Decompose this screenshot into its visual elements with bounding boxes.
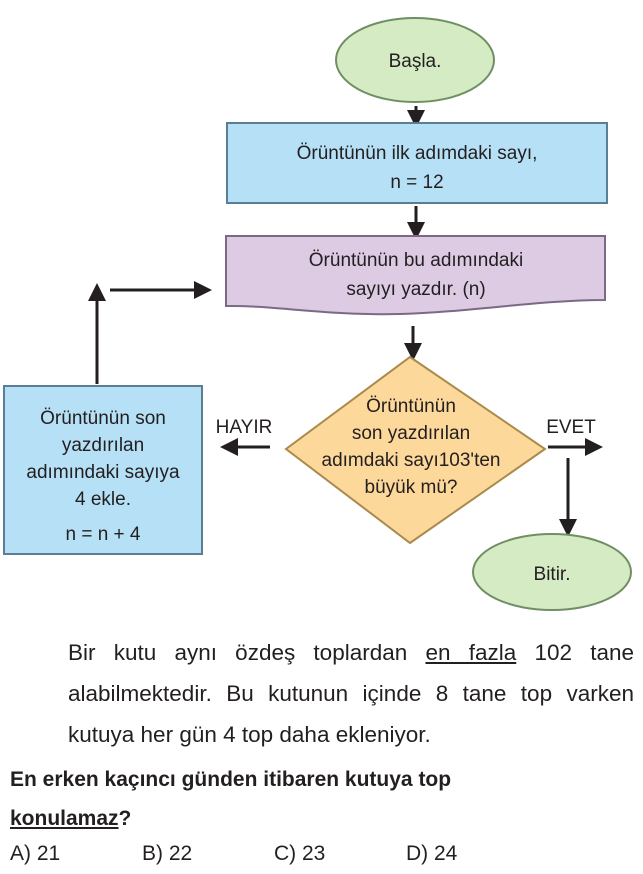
no-label: HAYIR <box>216 417 273 438</box>
decision-text-2: son yazdırılan <box>352 423 470 444</box>
print-text-1: Örüntünün bu adımındaki <box>309 250 523 271</box>
print-output: Örüntünün bu adımındaki sayıyı yazdır. (… <box>225 235 606 316</box>
add-text-4: 4 ekle. <box>75 489 131 510</box>
question-mark: ? <box>118 807 132 830</box>
decision-text-3: adımdaki sayı103'ten <box>322 450 501 471</box>
problem-text-start: Bir kutu aynı özdeş toplardan <box>68 640 426 665</box>
problem-text: Bir kutu aynı özdeş toplardan en fazla 1… <box>68 632 634 755</box>
question-underlined: konulamaz <box>10 807 119 830</box>
problem-underlined: en fazla <box>425 640 517 665</box>
end-label: Bitir. <box>534 564 571 585</box>
add-text-5: n = n + 4 <box>65 524 140 545</box>
add-text-1: Örüntünün son <box>40 408 166 429</box>
question: En erken kaçıncı günden itibaren kutuya … <box>10 760 451 838</box>
init-text-1: Örüntünün ilk adımdaki sayı, <box>297 143 538 164</box>
start-terminal: Başla. <box>335 17 495 103</box>
decision-text-4: büyük mü? <box>365 477 458 498</box>
problem-text-end: 102 tane alabilmektedir. Bu kutunun için… <box>68 640 634 747</box>
decision-text-1: Örüntünün <box>366 396 456 417</box>
option-c[interactable]: C) 23 <box>274 842 326 865</box>
option-d[interactable]: D) 24 <box>406 842 458 865</box>
init-text-2: n = 12 <box>390 172 443 193</box>
print-text-2: sayıyı yazdır. (n) <box>346 279 485 300</box>
add-process: Örüntünün son yazdırılan adımındaki sayı… <box>3 385 203 555</box>
add-text-3: adımındaki sayıya <box>26 462 180 483</box>
start-label: Başla. <box>389 51 442 72</box>
end-terminal: Bitir. <box>472 533 632 611</box>
flowchart: Başla. Örüntünün ilk adımdaki sayı, n = … <box>3 17 632 611</box>
add-text-2: yazdırılan <box>62 435 144 456</box>
question-line-1: En erken kaçıncı günden itibaren kutuya … <box>10 768 452 791</box>
yes-label: EVET <box>546 417 596 438</box>
option-a[interactable]: A) 21 <box>10 842 61 865</box>
answer-options: A) 21 B) 22 C) 23 D) 24 <box>10 842 538 866</box>
decision: Örüntünün son yazdırılan adımdaki sayı10… <box>284 355 547 545</box>
option-b[interactable]: B) 22 <box>142 842 193 865</box>
init-process: Örüntünün ilk adımdaki sayı, n = 12 <box>226 122 608 204</box>
